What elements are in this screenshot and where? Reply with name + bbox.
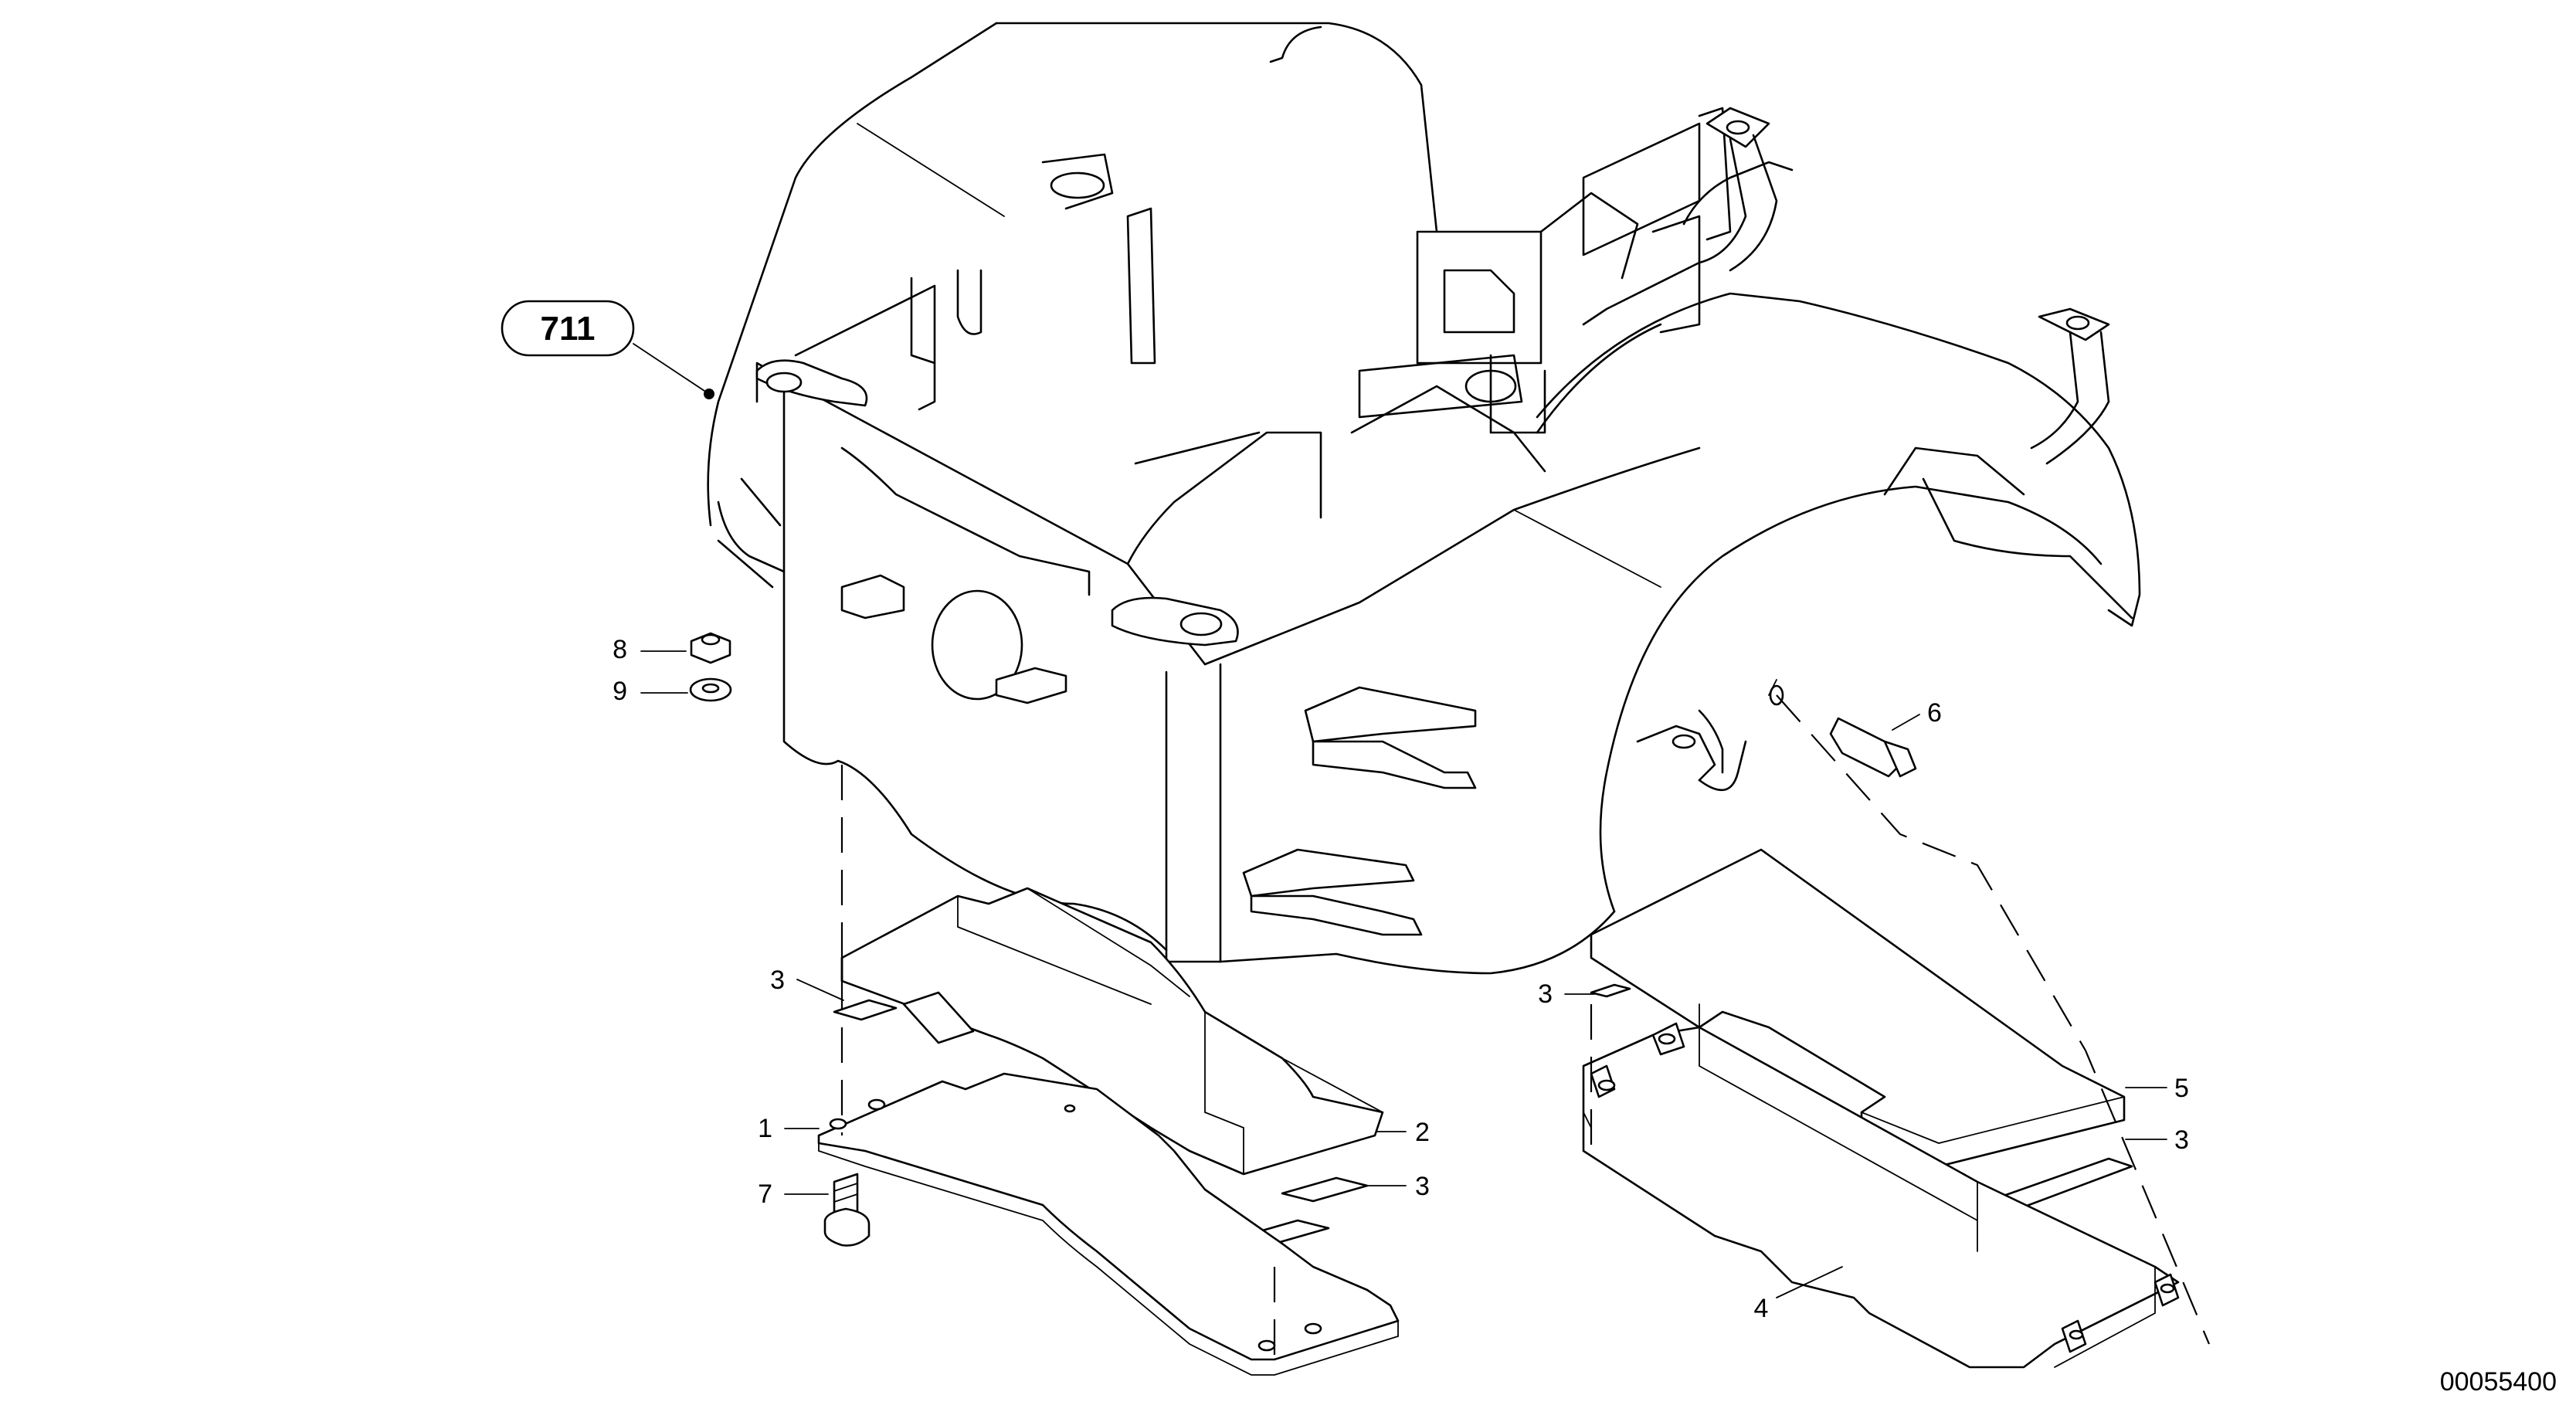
screw-part	[823, 1173, 871, 1247]
bolt-part	[1829, 717, 1917, 778]
svg-text:3: 3	[770, 966, 785, 995]
drawing-number: 00055400	[2440, 1367, 2557, 1397]
nut-part	[690, 632, 731, 664]
svg-text:8: 8	[613, 635, 627, 664]
cover-plate-part	[840, 887, 1384, 1176]
callout-8: 8	[613, 635, 687, 664]
callout-6: 6	[1892, 698, 1942, 731]
base-plate-part	[817, 1072, 1400, 1376]
callout-3c: 3	[1538, 979, 1595, 1009]
callout-3d: 3	[2125, 1125, 2189, 1155]
callout-1: 1	[758, 1114, 820, 1143]
svg-text:3: 3	[2174, 1125, 2189, 1155]
callout-3b: 3	[1366, 1172, 1430, 1201]
callout-5: 5	[2125, 1074, 2189, 1103]
svg-text:2: 2	[1415, 1118, 1430, 1147]
callout-4: 4	[1754, 1266, 1843, 1323]
callout-9: 9	[613, 677, 688, 706]
callout-7: 7	[758, 1179, 829, 1209]
svg-text:4: 4	[1754, 1294, 1769, 1323]
svg-text:3: 3	[1415, 1172, 1430, 1201]
assembly-lines	[840, 679, 2211, 1359]
callout-711: 711	[501, 300, 714, 399]
tray-part	[1582, 1022, 2180, 1369]
svg-text:5: 5	[2174, 1074, 2189, 1103]
svg-text:6: 6	[1927, 698, 1942, 728]
svg-text:3: 3	[1538, 979, 1553, 1009]
svg-text:7: 7	[758, 1179, 772, 1209]
svg-text:1: 1	[758, 1114, 772, 1143]
callout-3a: 3	[770, 966, 844, 1001]
washer-part	[689, 677, 732, 702]
callout-2: 2	[1376, 1118, 1430, 1147]
svg-text:9: 9	[613, 677, 627, 706]
frame-assembly	[707, 22, 2141, 975]
callout-711-label: 711	[541, 310, 596, 348]
